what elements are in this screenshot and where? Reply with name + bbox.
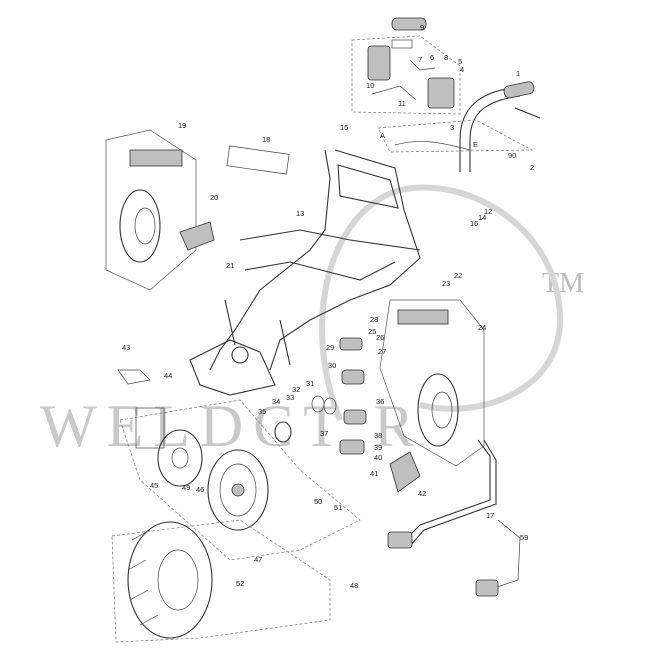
callout-38: 38 xyxy=(374,431,382,440)
callout-1: 1 xyxy=(516,69,520,78)
callout-33: 33 xyxy=(286,393,294,402)
callout-50: 50 xyxy=(314,497,322,506)
callout-13: 13 xyxy=(296,209,304,218)
cover xyxy=(389,451,421,493)
callout-26: 26 xyxy=(376,333,384,342)
tire xyxy=(127,521,213,639)
connector-label-e: E xyxy=(473,140,478,149)
callout-12: 12 xyxy=(484,207,492,216)
callout-17: 17 xyxy=(486,511,494,520)
callout-7: 7 xyxy=(418,55,422,64)
callout-27: 27 xyxy=(378,347,386,356)
callout-8: 8 xyxy=(444,53,448,62)
small-parts xyxy=(274,337,367,455)
callout-16: 16 xyxy=(470,219,478,228)
callout-90: 90 xyxy=(508,151,516,160)
wheel-group-outline xyxy=(111,519,331,643)
callout-41: 41 xyxy=(370,469,378,478)
watermark-swoosh xyxy=(319,184,564,422)
cable-harness xyxy=(387,439,521,597)
callout-19: 19 xyxy=(178,121,186,130)
caster-wheel-right xyxy=(379,299,485,467)
callout-40: 40 xyxy=(374,453,382,462)
callout-49: 49 xyxy=(182,483,190,492)
callout-52: 52 xyxy=(236,579,244,588)
callout-51: 51 xyxy=(334,503,342,512)
brake-plate xyxy=(135,407,165,449)
control-panel-outline xyxy=(351,35,461,115)
callout-14: 14 xyxy=(478,213,486,222)
frame xyxy=(189,149,421,396)
callout-23: 23 xyxy=(442,279,450,288)
callout-42: 42 xyxy=(418,489,426,498)
callout-25: 25 xyxy=(368,327,376,336)
callout-2: 2 xyxy=(530,163,534,172)
callout-24: 24 xyxy=(478,323,486,332)
callout-22: 22 xyxy=(454,271,462,280)
callout-29: 29 xyxy=(326,343,334,352)
callout-3: 3 xyxy=(450,123,454,132)
callout-30: 30 xyxy=(328,361,336,370)
sensor-bracket xyxy=(117,369,151,385)
callout-21: 21 xyxy=(226,261,234,270)
callout-35: 35 xyxy=(258,407,266,416)
brake-disc xyxy=(157,429,203,487)
hub-motor xyxy=(207,449,269,531)
control-box xyxy=(367,17,455,109)
callout-32: 32 xyxy=(292,385,300,394)
callout-20: 20 xyxy=(210,193,218,202)
callout-46: 46 xyxy=(196,485,204,494)
motor-group-outline xyxy=(119,399,361,561)
callout-9: 9 xyxy=(420,23,424,32)
callout-59: 59 xyxy=(520,533,528,542)
callout-5: 5 xyxy=(458,57,462,66)
callout-36: 36 xyxy=(376,397,384,406)
caster-wheel-left xyxy=(105,129,197,291)
handle-bar xyxy=(394,81,541,172)
callout-18: 18 xyxy=(262,135,270,144)
label-plate xyxy=(226,145,290,175)
callout-31: 31 xyxy=(306,379,314,388)
cable-panel xyxy=(377,119,534,153)
callout-43: 43 xyxy=(122,343,130,352)
callout-34: 34 xyxy=(272,397,280,406)
callout-47: 47 xyxy=(254,555,262,564)
callout-4: 4 xyxy=(460,65,464,74)
callout-11: 11 xyxy=(398,99,406,108)
callout-6: 6 xyxy=(430,53,434,62)
connector-label-a: A xyxy=(380,131,385,140)
callout-48: 48 xyxy=(350,581,358,590)
callout-10: 10 xyxy=(366,81,374,90)
callout-28: 28 xyxy=(370,315,378,324)
bracket xyxy=(179,221,215,251)
callout-37: 37 xyxy=(320,429,328,438)
callout-44: 44 xyxy=(164,371,172,380)
callout-45: 45 xyxy=(150,481,158,490)
callout-15: 15 xyxy=(340,123,348,132)
callout-39: 39 xyxy=(374,443,382,452)
